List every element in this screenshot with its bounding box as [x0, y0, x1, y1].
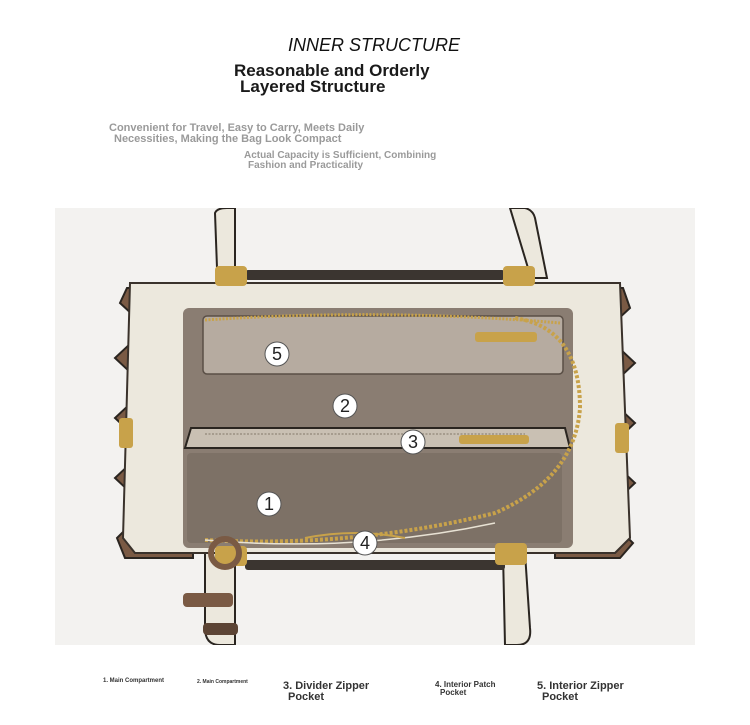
top-rail — [245, 270, 505, 280]
main-compartment-bottom — [187, 453, 562, 543]
rear-zipper — [204, 313, 561, 325]
bottom-rail — [245, 560, 505, 570]
section-subheading: Reasonable and Orderly Layered Structure — [234, 61, 430, 96]
hardware-clasp-top-left — [215, 266, 247, 286]
subheading-line-2: Layered Structure — [240, 77, 386, 96]
caption-divider-zipper-pocket: 3. Divider Zipper Pocket — [283, 681, 369, 703]
back-handle-left — [213, 208, 236, 269]
marker-2-label: 2 — [340, 396, 350, 416]
divider-zipper-pull — [459, 435, 529, 444]
description-1-line-1: Convenient for Travel, Easy to Carry, Me… — [109, 122, 365, 134]
hardware-clasp-top-right — [503, 266, 535, 286]
back-handle-right — [508, 208, 549, 279]
caption-interior-zipper-pocket: 5. Interior Zipper Pocket — [537, 681, 624, 703]
caption-5-line-1: 5. Interior Zipper — [537, 680, 624, 692]
caption-interior-patch-pocket: 4. Interior Patch Pocket — [435, 681, 495, 697]
description-2-line-1: Actual Capacity is Sufficient, Combining — [244, 150, 437, 161]
caption-main-compartment-2: 2. Main Compartment — [197, 679, 248, 685]
description-text-1: Convenient for Travel, Easy to Carry, Me… — [109, 123, 364, 145]
marker-4-label: 4 — [360, 533, 370, 553]
caption-3-line-1: 3. Divider Zipper — [283, 680, 370, 692]
caption-4-line-1: 4. Interior Patch — [435, 680, 496, 689]
marker-5: 5 — [264, 341, 290, 367]
charm-tassel — [203, 623, 238, 635]
caption-5-line-2: Pocket — [542, 691, 579, 703]
side-ring-right — [615, 423, 629, 453]
rear-zipper-pull — [475, 332, 537, 342]
interior-zipper-pocket — [202, 315, 564, 375]
subheading-line-1: Reasonable and Orderly — [234, 61, 430, 80]
main-zipper — [204, 316, 583, 544]
marker-1-label: 1 — [264, 494, 274, 514]
charm-tag — [183, 593, 233, 607]
marker-2: 2 — [332, 393, 358, 419]
front-handle-right — [501, 552, 532, 645]
caption-3-line-2: Pocket — [288, 691, 325, 703]
handbag-interior-photo: 1 2 3 4 5 — [55, 208, 695, 645]
zipper-tape — [204, 522, 496, 545]
marker-5-label: 5 — [272, 344, 282, 364]
marker-4: 4 — [352, 530, 378, 556]
description-2-line-2: Fashion and Practicality — [248, 160, 364, 171]
marker-3-label: 3 — [408, 432, 418, 452]
caption-main-compartment-1: 1. Main Compartment — [103, 678, 165, 684]
description-text-2: Actual Capacity is Sufficient, Combining… — [244, 151, 436, 171]
patch-pocket-edge — [304, 532, 406, 539]
description-1-line-2: Necessities, Making the Bag Look Compact — [114, 133, 342, 145]
hardware-clasp-bottom-right — [495, 543, 527, 565]
charm-ring — [208, 536, 242, 570]
marker-3: 3 — [400, 429, 426, 455]
section-heading: INNER STRUCTURE — [288, 35, 461, 55]
marker-1: 1 — [256, 491, 282, 517]
caption-4-line-2: Pocket — [440, 688, 467, 697]
side-ring-left — [119, 418, 133, 448]
